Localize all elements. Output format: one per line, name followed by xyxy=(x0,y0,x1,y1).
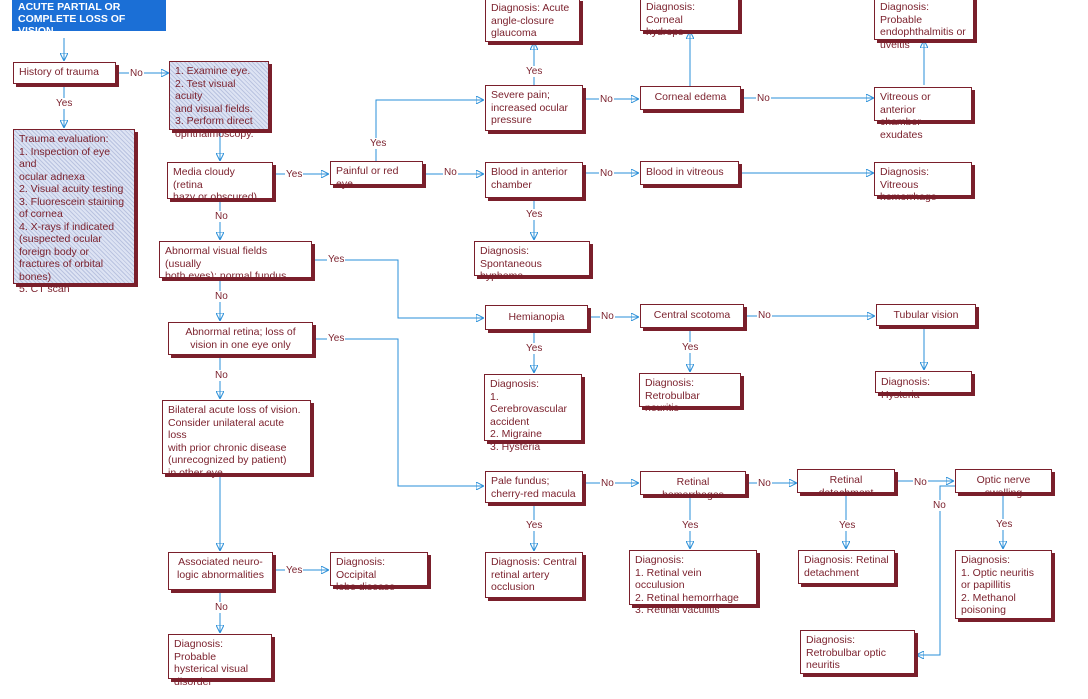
node-retinal-hemorrhages: Retinal hemorrhages xyxy=(640,471,746,501)
edge-label-no: No xyxy=(600,311,615,322)
node-dx-retinal-vein-occlusion: Diagnosis: 1. Retinal vein occulusion 2.… xyxy=(629,550,757,616)
node-dx-hysterical-visual-disorder: Diagnosis: Probable hysterical visual di… xyxy=(168,634,272,688)
node-history-of-trauma: History of trauma xyxy=(13,62,116,84)
node-blood-anterior-chamber: Blood in anterior chamber xyxy=(485,162,583,198)
edge-label-no: No xyxy=(214,370,229,381)
edge-label-no: No xyxy=(214,602,229,613)
node-retinal-detachment: Retinal detachment xyxy=(797,469,895,499)
node-corneal-edema: Corneal edema xyxy=(640,86,741,110)
node-optic-nerve-swelling: Optic nerve swelling xyxy=(955,469,1052,499)
edge-label-yes: Yes xyxy=(995,519,1014,530)
edge-label-no: No xyxy=(932,500,947,511)
edge-label-yes: Yes xyxy=(838,520,857,531)
edge-label-no: No xyxy=(756,93,771,104)
node-abnormal-retina: Abnormal retina; loss of vision in one e… xyxy=(168,322,313,355)
edge-label-yes: Yes xyxy=(327,254,346,265)
chart-title: ACUTE PARTIAL OR COMPLETE LOSS OF VISION xyxy=(12,0,166,37)
node-dx-spontaneous-hyphema: Diagnosis: Spontaneous hyphema xyxy=(474,241,590,282)
node-dx-retrobulbar-neuritis: Diagnosis: Retrobulbar neuritis xyxy=(639,373,741,414)
node-painful-red-eye: Painful or red eye xyxy=(330,161,423,190)
edge-label-no: No xyxy=(913,477,928,488)
edge-label-yes: Yes xyxy=(525,209,544,220)
edge-label-yes: Yes xyxy=(285,565,304,576)
node-dx-occipital-lobe: Diagnosis: Occipital lobe disease xyxy=(330,552,428,593)
edge-label-no: No xyxy=(129,68,144,79)
node-dx-hysteria: Diagnosis: Hysteria xyxy=(875,371,972,401)
edge-label-no: No xyxy=(214,211,229,222)
node-abnormal-visual-fields: Abnormal visual fields (usually both eye… xyxy=(159,241,312,282)
edge-label-yes: Yes xyxy=(525,66,544,77)
edge-label-yes: Yes xyxy=(681,520,700,531)
edge-label-yes: Yes xyxy=(369,138,388,149)
edge-label-no: No xyxy=(443,167,458,178)
node-media-cloudy: Media cloudy (retina hazy or obscured) xyxy=(167,162,273,203)
node-dx-optic-neuritis: Diagnosis: 1. Optic neuritis or papillit… xyxy=(955,550,1052,619)
node-bilateral-loss: Bilateral acute loss of vision. Consider… xyxy=(162,400,311,479)
edge-label-yes: Yes xyxy=(327,333,346,344)
node-dx-endophthalmitis: Diagnosis: Probable endophthalmitis or u… xyxy=(874,0,974,51)
node-blood-in-vitreous: Blood in vitreous xyxy=(640,161,739,185)
node-dx-corneal-hydrops: Diagnosis: Corneal hydrops xyxy=(640,0,739,38)
node-associated-neurologic: Associated neuro- logic abnormalities xyxy=(168,552,273,590)
edge-label-yes: Yes xyxy=(55,98,74,109)
edge-label-yes: Yes xyxy=(681,342,700,353)
node-pale-fundus: Pale fundus; cherry-red macula xyxy=(485,471,583,503)
node-severe-pain: Severe pain; increased ocular pressure xyxy=(485,85,583,131)
node-dx-glaucoma: Diagnosis: Acute angle-closure glaucoma xyxy=(485,0,580,42)
node-dx-retinal-detachment: Diagnosis: Retinal detachment xyxy=(798,550,895,584)
node-dx-cva-migraine-hysteria: Diagnosis: 1. Cerebrovascular accident 2… xyxy=(484,374,582,453)
node-hemianopia: Hemianopia xyxy=(485,305,588,330)
edge-label-yes: Yes xyxy=(285,169,304,180)
edge-label-yes: Yes xyxy=(525,520,544,531)
node-tubular-vision: Tubular vision xyxy=(876,304,976,326)
node-trauma-evaluation: Trauma evaluation: 1. Inspection of eye … xyxy=(13,129,135,295)
node-central-scotoma: Central scotoma xyxy=(640,304,744,328)
node-dx-central-retinal-artery-occlusion: Diagnosis: Central retinal artery occlus… xyxy=(485,552,583,598)
edge-label-no: No xyxy=(599,168,614,179)
node-dx-retrobulbar-optic-neuritis: Diagnosis: Retrobulbar optic neuritis xyxy=(800,630,915,674)
edge-label-no: No xyxy=(600,478,615,489)
node-dx-vitreous-hemorrhage: Diagnosis: Vitreous hemorrhage xyxy=(874,162,972,203)
edge-label-no: No xyxy=(599,94,614,105)
node-vitreous-exudates: Vitreous or anterior chamber exudates xyxy=(874,87,972,141)
edge-label-yes: Yes xyxy=(525,343,544,354)
node-examine-eye: 1. Examine eye. 2. Test visual acuity an… xyxy=(169,61,269,140)
edge-label-no: No xyxy=(757,478,772,489)
edge-label-no: No xyxy=(757,310,772,321)
edge-label-no: No xyxy=(214,291,229,302)
